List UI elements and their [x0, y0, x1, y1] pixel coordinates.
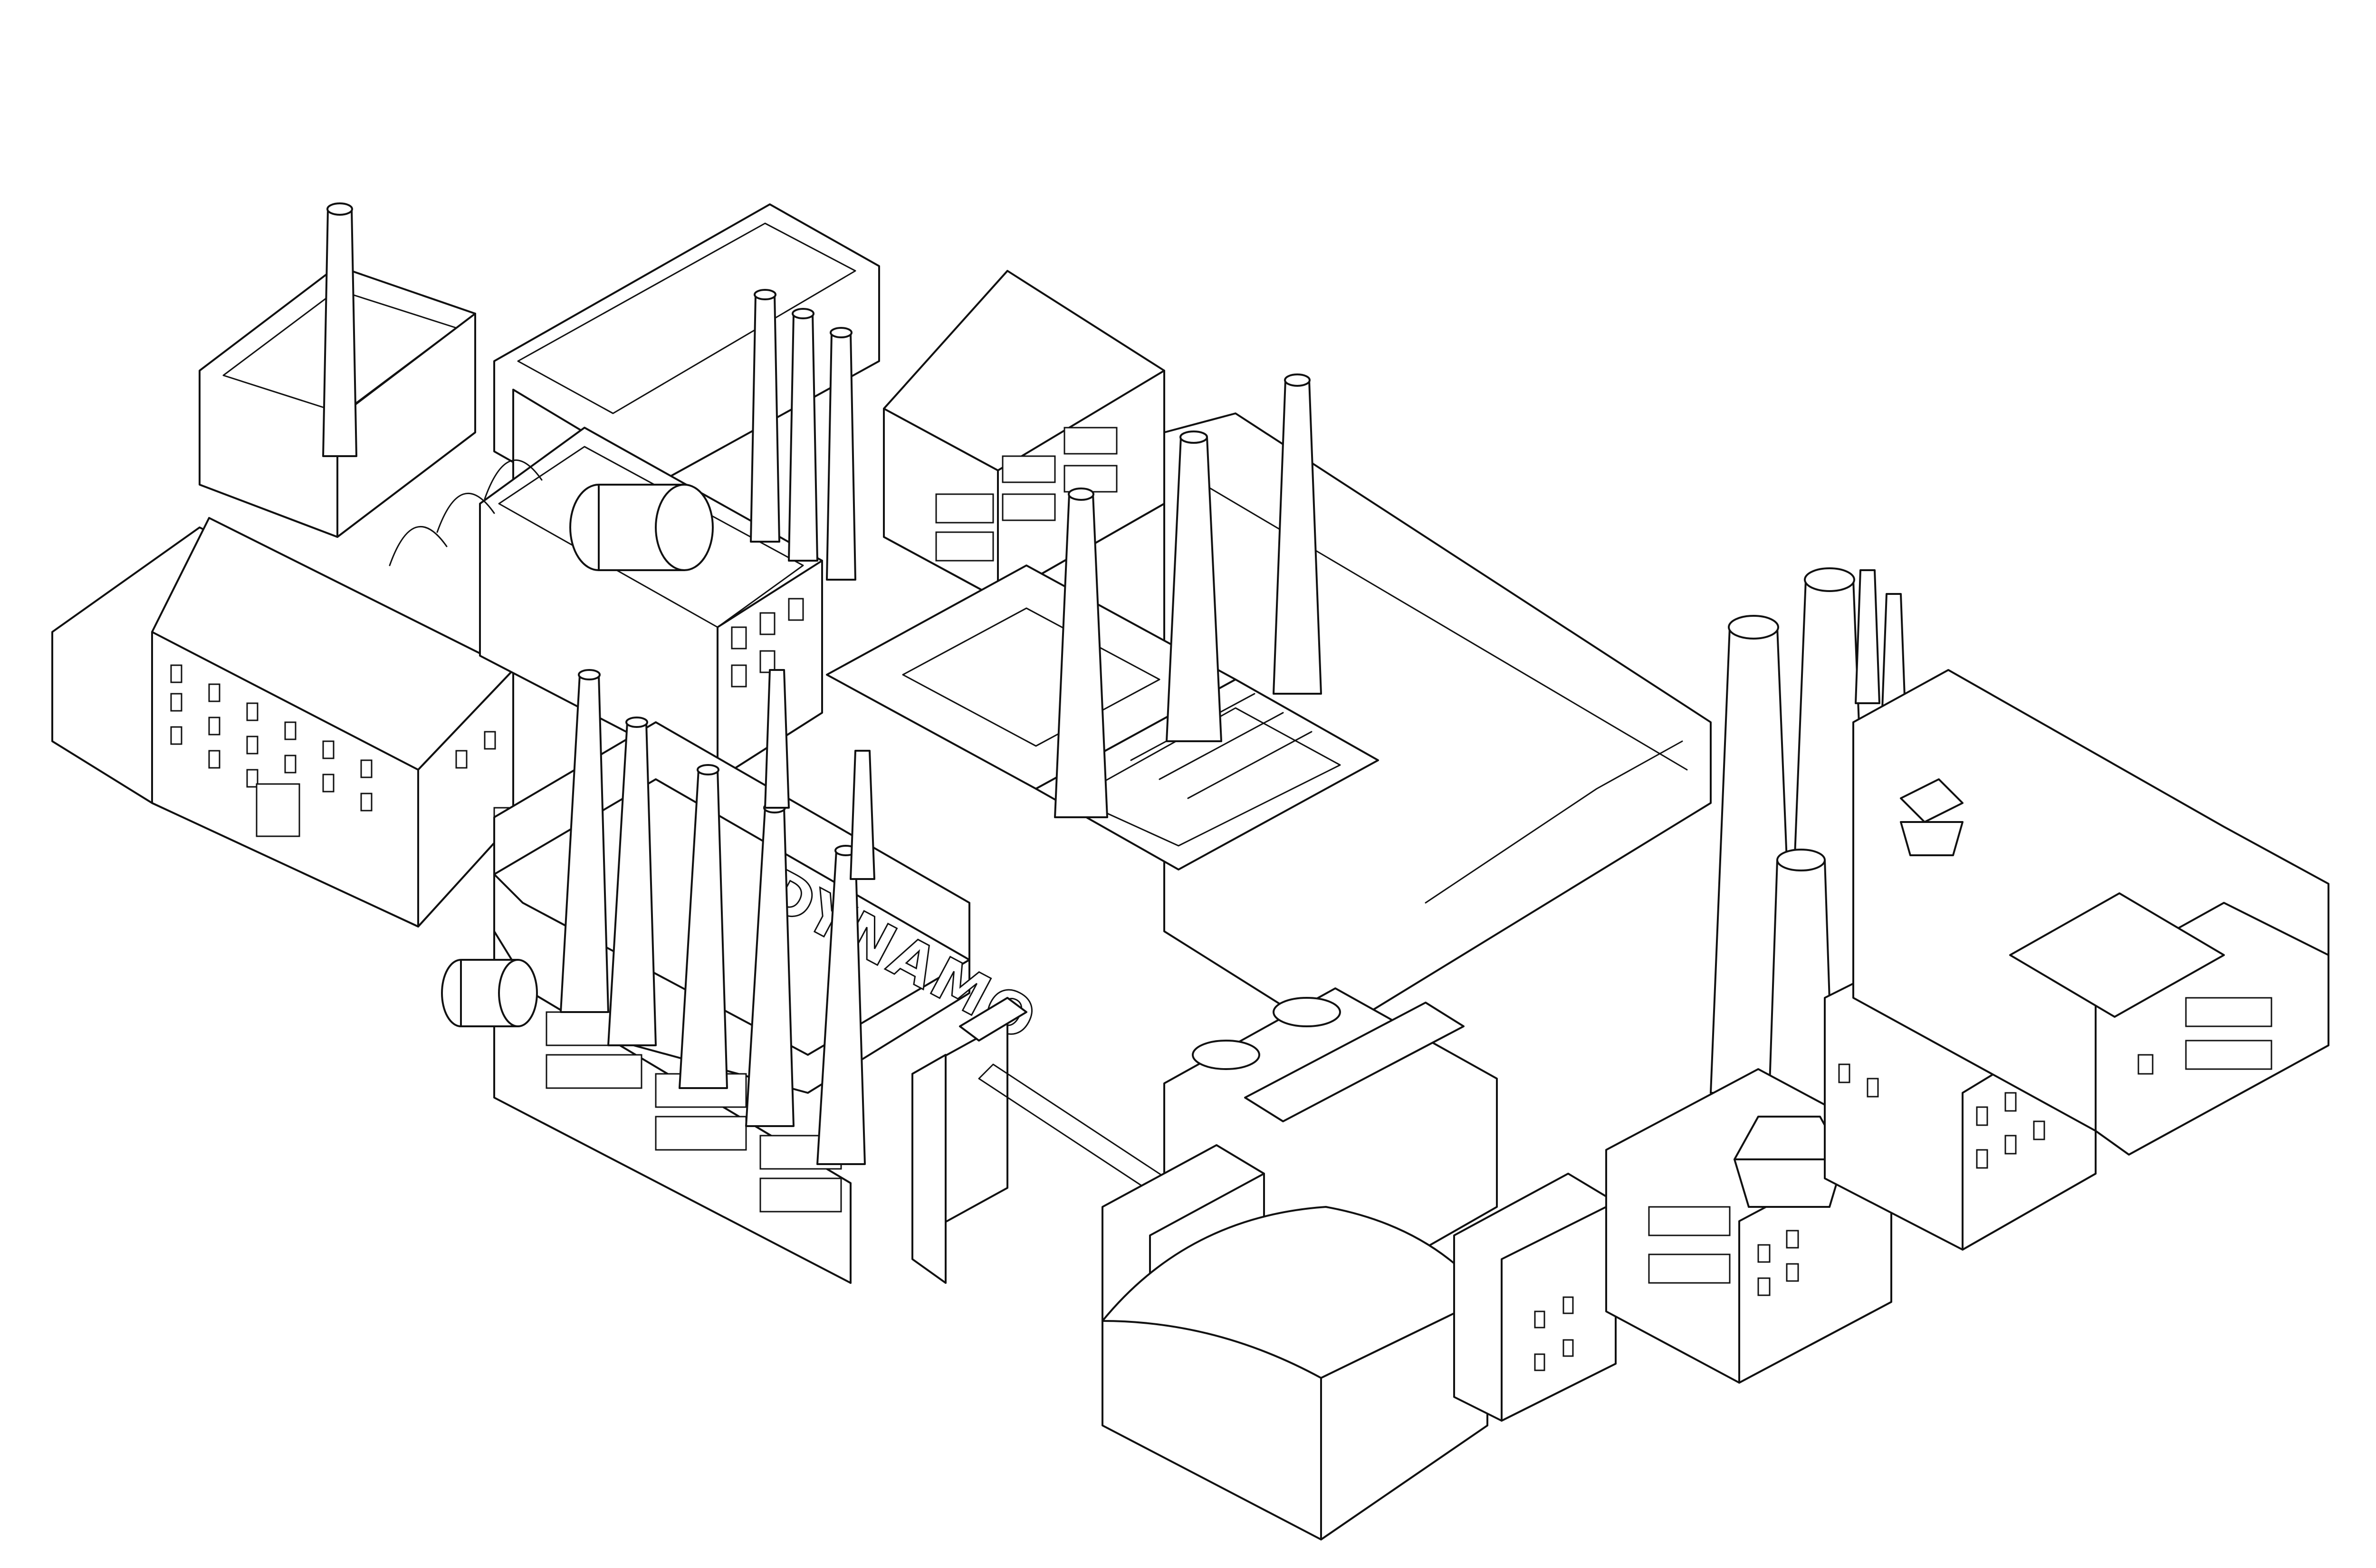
east-tall-stacks — [1710, 567, 1907, 1141]
conveyor-tower — [911, 997, 1175, 1284]
east-sawtooth-mill — [1852, 669, 2329, 1156]
west-building-windows — [170, 664, 519, 842]
east-workshop-block — [1605, 1068, 1892, 1384]
north-left-building — [199, 202, 476, 538]
silo-tower-house — [1453, 1173, 1617, 1422]
barrel-vault-shed — [1102, 1206, 1488, 1540]
generator-icon — [569, 484, 714, 571]
generator-hall — [389, 427, 823, 780]
side-generator — [441, 959, 538, 1027]
west-building-door — [256, 783, 300, 837]
warehouse-gable-north — [883, 270, 1165, 600]
east-workshop-windows — [1648, 1206, 1799, 1296]
west-mansard-building — [51, 517, 519, 927]
mill-windows — [2137, 997, 2272, 1075]
powerhouse-stacks — [560, 669, 875, 1165]
warehouse-windows — [935, 427, 1118, 562]
north-stacks — [750, 289, 856, 581]
central-stacks — [1054, 373, 1322, 818]
